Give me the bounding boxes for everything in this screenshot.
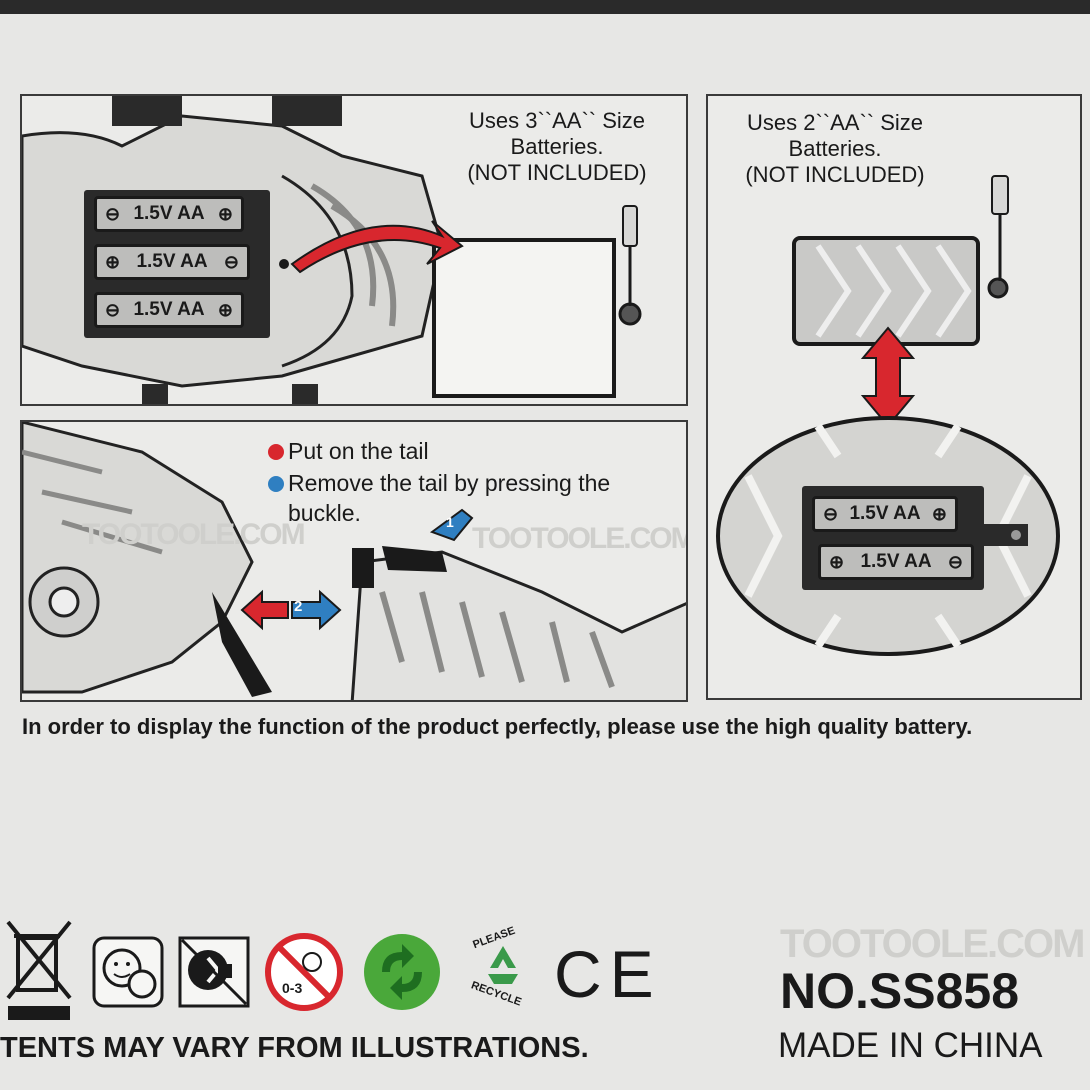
ce-mark: CE: [554, 937, 662, 1011]
weee-bin-icon: [6, 920, 72, 1020]
battery-right-1: ⊖ 1.5V AA ⊕: [812, 496, 958, 532]
instruction-remove-tail: Remove the tail by pressing the: [288, 470, 611, 496]
minus-icon: ⊖: [105, 299, 121, 320]
uses-line-1: Uses 2``AA`` Size: [746, 110, 924, 135]
battery-label: 1.5V AA: [136, 251, 208, 272]
battery-quality-notice: In order to display the function of the …: [22, 714, 973, 739]
instruction-put-tail: Put on the tail: [288, 438, 429, 464]
battery-label: 1.5V AA: [133, 299, 205, 320]
battery-1: ⊖ 1.5V AA ⊕: [94, 196, 244, 232]
instruction-remove-tail-cont: buckle.: [288, 500, 361, 526]
age-label: 0-3: [282, 980, 303, 996]
plus-icon: ⊕: [217, 203, 233, 224]
plus-icon: ⊕: [829, 551, 845, 572]
panel-three-batteries: ⊖ 1.5V AA ⊕ ⊕ 1.5V AA ⊖ ⊖ 1.5V AA ⊕ Uses…: [20, 94, 688, 406]
compartment-illustration: [716, 175, 1060, 656]
panel-tail-instructions: Put on the tail Remove the tail by press…: [20, 420, 688, 702]
minus-icon: ⊖: [223, 251, 239, 272]
disclaimer: TENTS MAY VARY FROM ILLUSTRATIONS.: [0, 1032, 589, 1064]
battery-right-2: ⊕ 1.5V AA ⊖: [818, 544, 974, 580]
uses-line-2: Batteries.: [788, 136, 882, 161]
battery-label: 1.5V AA: [849, 503, 921, 524]
minus-icon: ⊖: [105, 203, 121, 224]
step-1-label: 1: [446, 514, 454, 530]
age-warning-icon: [265, 933, 343, 1011]
uses-line-2: Batteries.: [510, 134, 604, 159]
made-in-label: MADE IN CHINA: [778, 1026, 1043, 1065]
recycle-icon: [488, 946, 518, 984]
uses-line-3: (NOT INCLUDED): [467, 160, 647, 185]
child-safety-icon: [92, 936, 164, 1008]
sound-warning-icon: [178, 936, 250, 1008]
panel-two-batteries: Uses 2``AA`` Size Batteries. (NOT INCLUD…: [706, 94, 1082, 700]
watermark: TOOTOOLE.COM: [472, 522, 688, 555]
watermark: TOOTOOLE.COM: [82, 518, 306, 551]
plus-icon: ⊕: [931, 503, 947, 524]
minus-icon: ⊖: [947, 551, 963, 572]
plus-icon: ⊕: [105, 251, 121, 272]
tail-illustration: [22, 422, 686, 700]
watermark: TOOTOOLE.COM: [780, 922, 1085, 966]
uses-line-3: (NOT INCLUDED): [745, 162, 925, 187]
battery-3: ⊖ 1.5V AA ⊕: [94, 292, 244, 328]
battery-label: 1.5V AA: [860, 551, 932, 572]
green-dot-icon: [364, 934, 440, 1010]
minus-icon: ⊖: [823, 503, 839, 524]
plus-icon: ⊕: [217, 299, 233, 320]
uses-line-1: Uses 3``AA`` Size: [468, 108, 646, 133]
model-number: NO.SS858: [780, 963, 1020, 1019]
step-2-label: 2: [294, 598, 303, 615]
top-edge-bar: [0, 0, 1090, 14]
battery-label: 1.5V AA: [133, 203, 205, 224]
battery-2: ⊕ 1.5V AA ⊖: [94, 244, 250, 280]
